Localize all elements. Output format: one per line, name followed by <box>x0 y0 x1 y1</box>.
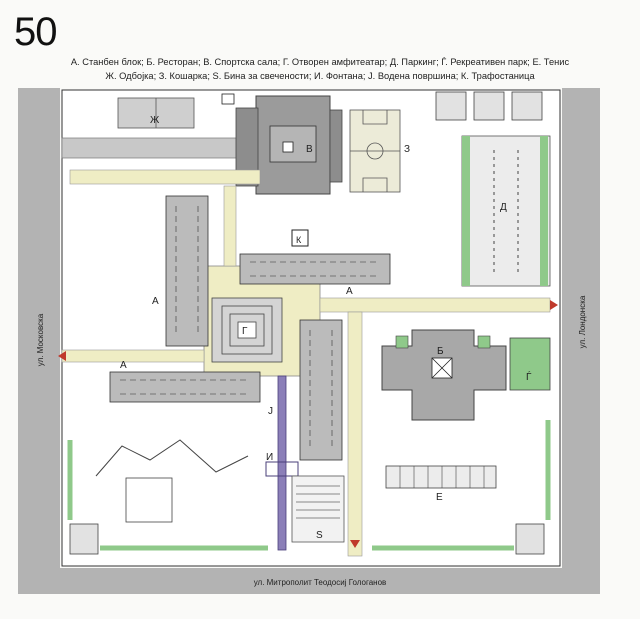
sports-hall-annex-east <box>329 109 343 183</box>
residential-detail-north <box>175 206 199 336</box>
small-building-3 <box>511 91 543 121</box>
pavilion-southwest <box>69 523 99 555</box>
entry-arrow-south <box>350 540 360 548</box>
water-features <box>265 375 299 551</box>
small-building-2 <box>473 91 505 121</box>
ceremony-stage <box>291 475 345 543</box>
label-amphitheatre: Г <box>242 326 248 337</box>
residential-detail-west <box>120 379 250 395</box>
sports-hall-marker <box>282 141 294 153</box>
label-restaurant: Б <box>437 346 444 357</box>
restaurant-core-cross-2 <box>431 357 453 379</box>
entry-arrow-west <box>58 351 66 361</box>
label-fountain: И <box>266 452 273 463</box>
roads <box>18 88 600 594</box>
path-west <box>61 349 205 363</box>
label-sports-hall: В <box>306 144 313 155</box>
legend-line-1: А. Станбен блок; Б. Ресторан; В. Спортск… <box>70 57 570 67</box>
sports-hall <box>221 93 343 195</box>
label-volleyball: Ж <box>150 115 160 126</box>
transformer-station <box>291 229 309 247</box>
ceremony-stage-area <box>291 475 345 543</box>
road-east <box>562 88 600 590</box>
amphitheatre-stage <box>237 321 257 339</box>
residential-block-south <box>299 319 343 461</box>
street-west: ул. Московска <box>36 313 45 366</box>
label-parking: Д <box>500 202 507 213</box>
tennis-court-lines <box>399 466 485 488</box>
residential-block-west <box>109 371 261 403</box>
amphitheatre-ring-1 <box>221 305 273 355</box>
residential-block-north <box>165 195 209 347</box>
path-east <box>319 297 551 313</box>
legend-line-2: Ж. Одбојка; З. Кошарка; Ѕ. Бина за свече… <box>105 71 535 81</box>
small-building-1 <box>435 91 467 121</box>
water-channel <box>277 375 287 551</box>
road-west <box>18 88 60 590</box>
tennis-court <box>385 465 497 489</box>
label-residential-northeast: А <box>346 286 353 297</box>
restaurant-terrace-ne <box>477 335 491 349</box>
plate-number: 50 <box>14 10 57 54</box>
recreational-park <box>509 337 551 391</box>
entry-arrow-east <box>550 300 558 310</box>
sports-hall-entry <box>221 93 235 105</box>
road-south <box>18 568 600 594</box>
pavilion-southeast <box>515 523 545 555</box>
tennis-court-surface <box>385 465 497 489</box>
label-residential-north: А <box>152 296 159 307</box>
parking <box>461 135 551 287</box>
fountain-basin <box>265 461 299 477</box>
label-recreational-park: Ѓ <box>526 370 532 383</box>
residential-blocks <box>109 195 391 461</box>
label-transformer: К <box>296 235 302 245</box>
path-north <box>223 185 237 267</box>
parking-green-east <box>540 136 548 286</box>
path-row-top <box>69 169 261 185</box>
sports-hall-annex-west <box>235 107 259 187</box>
north-walkway <box>61 137 239 159</box>
street-east: ул. Лондонска <box>578 295 587 348</box>
basketball-key-top <box>362 110 388 125</box>
amphitheatre-outer <box>211 297 283 363</box>
street-south: ул. Митрополит Теодосиј Гологанов <box>254 578 387 587</box>
amphitheatre-ring-2 <box>229 313 265 347</box>
parking-lot <box>461 135 551 287</box>
label-stage: Ѕ <box>316 530 323 541</box>
ceremony-stage-steps <box>296 485 340 519</box>
parking-green-west <box>462 136 470 286</box>
label-water: Ј <box>268 406 273 417</box>
landscape-path-southwest <box>95 439 249 477</box>
residential-block-northeast <box>239 253 391 285</box>
label-residential-west: А <box>120 360 127 371</box>
basketball-key-bottom <box>362 177 388 192</box>
residential-detail-northeast <box>250 261 380 277</box>
restaurant-terrace-nw <box>395 335 409 349</box>
landscape-bed-southwest <box>125 477 173 523</box>
residential-detail-south <box>309 330 333 450</box>
label-basketball: З <box>404 144 410 155</box>
amphitheatre <box>211 297 283 363</box>
label-tennis: Е <box>436 492 443 503</box>
restaurant <box>381 329 507 421</box>
path-south <box>347 311 363 557</box>
basketball-court <box>349 109 401 193</box>
